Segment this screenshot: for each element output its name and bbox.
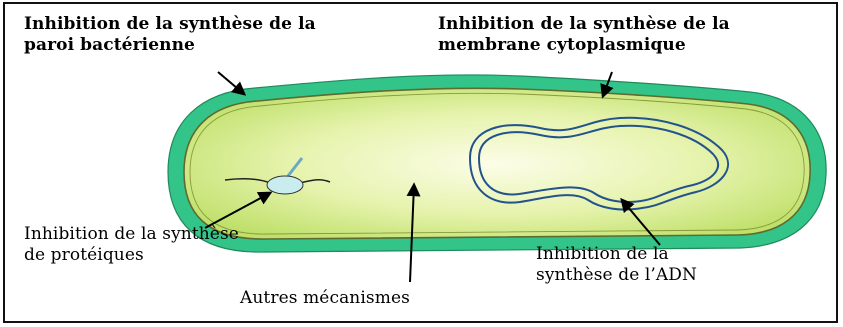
- arrow-cell-wall: [218, 72, 244, 94]
- label-protein-line2: de protéiques: [24, 245, 239, 266]
- ribosome: [267, 176, 303, 194]
- label-dna-line2: synthèse de l’ADN: [536, 265, 697, 286]
- label-cell-wall-line2: paroi bactérienne: [24, 35, 316, 56]
- label-membrane-synthesis: Inhibition de la synthèse de la membrane…: [438, 14, 730, 56]
- label-dna-line1: Inhibition de la: [536, 244, 697, 265]
- label-protein-synthesis: Inhibition de la synthèse de protéiques: [24, 224, 239, 266]
- label-other-line1: Autres mécanismes: [240, 288, 410, 309]
- cytoplasmic-membrane: [184, 88, 810, 239]
- label-protein-line1: Inhibition de la synthèse: [24, 224, 239, 245]
- label-cell-wall-synthesis: Inhibition de la synthèse de la paroi ba…: [24, 14, 316, 56]
- label-other-mechanisms: Autres mécanismes: [240, 288, 410, 309]
- label-membrane-line2: membrane cytoplasmique: [438, 35, 730, 56]
- label-cell-wall-line1: Inhibition de la synthèse de la: [24, 14, 316, 35]
- label-membrane-line1: Inhibition de la synthèse de la: [438, 14, 730, 35]
- label-dna-synthesis: Inhibition de la synthèse de l’ADN: [536, 244, 697, 286]
